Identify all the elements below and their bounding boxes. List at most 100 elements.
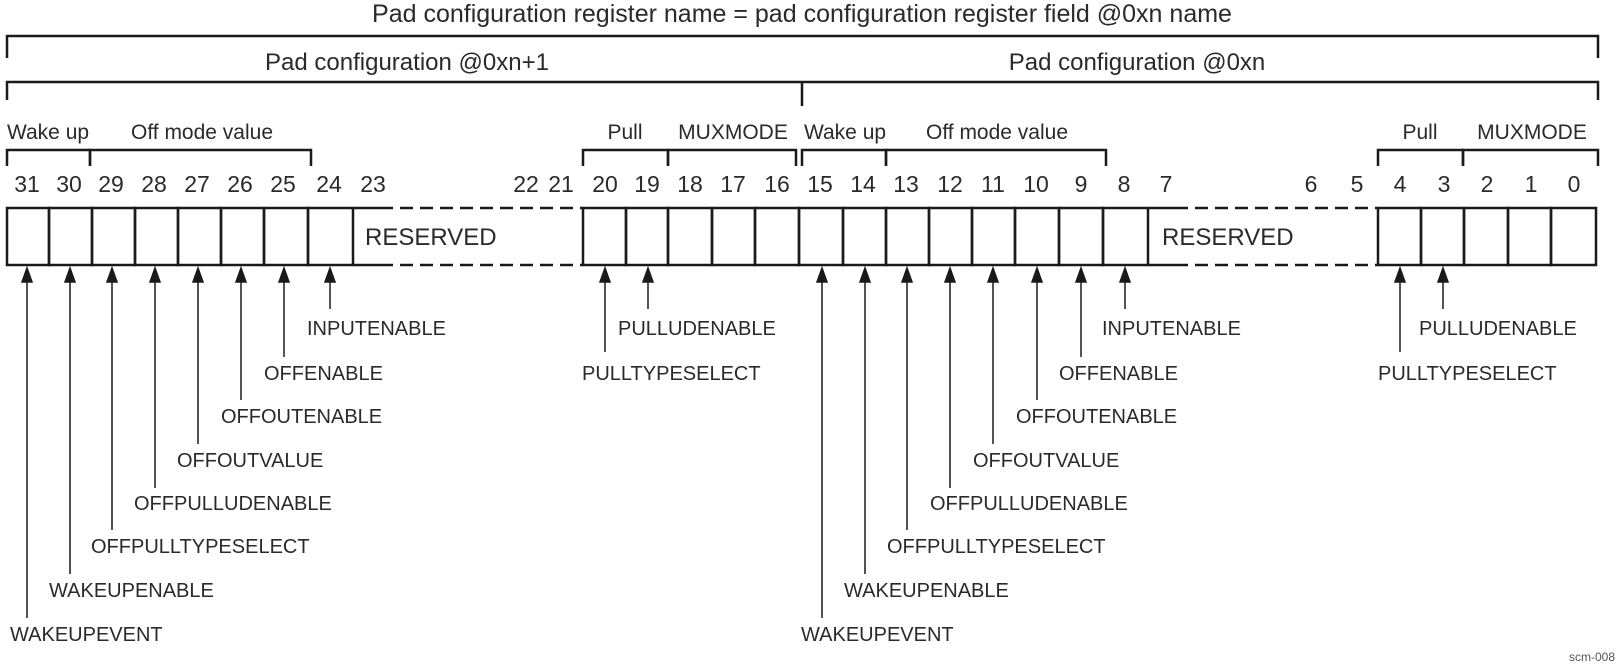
bit-number-17: 17 bbox=[720, 171, 746, 197]
register-cell bbox=[927, 206, 974, 267]
field-label-offoutvalue-low: OFFOUTVALUE bbox=[973, 450, 1119, 472]
arrow-head bbox=[943, 265, 957, 283]
register-cell bbox=[797, 206, 845, 267]
field-label-offpulltypeselect-low: OFFPULLTYPESELECT bbox=[887, 536, 1106, 558]
arrow-head bbox=[1030, 265, 1044, 283]
register-cell bbox=[753, 206, 801, 267]
section-label-high: Pad configuration @0xn+1 bbox=[265, 49, 549, 76]
bit-number-22: 22 bbox=[513, 171, 539, 197]
register-cells bbox=[5, 206, 1598, 267]
field-label-pulltypeselect-high: PULLTYPESELECT bbox=[582, 363, 761, 385]
bit-number-2: 2 bbox=[1481, 171, 1494, 197]
arrow-head bbox=[900, 265, 914, 283]
register-cell bbox=[1419, 206, 1466, 267]
bracket-pull-low bbox=[1376, 148, 1465, 166]
reserved-label-low: RESERVED bbox=[1162, 224, 1294, 251]
field-labels-low: WAKEUPEVENT WAKEUPENABLE OFFPULLTYPESELE… bbox=[801, 318, 1577, 646]
bit-number-23: 23 bbox=[360, 171, 386, 197]
bit-number-13: 13 bbox=[893, 171, 919, 197]
field-label-wakeupenable-high: WAKEUPENABLE bbox=[49, 580, 214, 602]
field-labels-high: WAKEUPEVENT WAKEUPENABLE OFFPULLTYPESELE… bbox=[10, 318, 776, 646]
arrow-head bbox=[148, 265, 162, 283]
field-label-offpulludenable-high: OFFPULLUDENABLE bbox=[134, 493, 332, 515]
bit-number-5: 5 bbox=[1351, 171, 1364, 197]
reserved-high-solid-edge bbox=[353, 206, 380, 267]
register-cell bbox=[1101, 206, 1150, 267]
arrow-head bbox=[986, 265, 1000, 283]
reserved-high-dashed-edge bbox=[380, 206, 583, 267]
register-cell bbox=[133, 206, 180, 267]
field-label-offenable-low: OFFENABLE bbox=[1059, 363, 1178, 385]
arrow-head bbox=[63, 265, 77, 283]
register-cell bbox=[1549, 206, 1598, 267]
bit-number-6: 6 bbox=[1305, 171, 1318, 197]
bit-number-14: 14 bbox=[850, 171, 876, 197]
bit-number-16: 16 bbox=[764, 171, 790, 197]
arrow-head bbox=[105, 265, 119, 283]
bit-number-0: 0 bbox=[1568, 171, 1581, 197]
field-label-wakeupevent-high: WAKEUPEVENT bbox=[10, 624, 163, 646]
arrow-head bbox=[858, 265, 872, 283]
arrow-head bbox=[234, 265, 248, 283]
group-label-offmode-low: Off mode value bbox=[926, 121, 1068, 144]
register-cell bbox=[176, 206, 223, 267]
figure-code: scm-008 bbox=[1569, 650, 1615, 664]
group-label-wakeup-low: Wake up bbox=[804, 121, 886, 144]
bracket-offmode-high bbox=[88, 148, 313, 166]
register-cell bbox=[219, 206, 266, 267]
arrow-head bbox=[598, 265, 612, 283]
register-cell bbox=[262, 206, 310, 267]
bit-number-29: 29 bbox=[98, 171, 124, 197]
bit-numbers: 31 30 29 28 27 26 25 24 23 22 21 20 19 1… bbox=[14, 171, 1580, 197]
bit-number-25: 25 bbox=[270, 171, 296, 197]
arrow-head bbox=[1118, 265, 1132, 283]
field-label-pulltypeselect-low: PULLTYPESELECT bbox=[1378, 363, 1557, 385]
register-cell bbox=[710, 206, 757, 267]
register-cell bbox=[5, 206, 51, 267]
group-brackets bbox=[5, 148, 1600, 166]
arrow-head bbox=[1436, 265, 1450, 283]
bracket-wakeup-low bbox=[800, 148, 888, 166]
field-label-pulludenable-high: PULLUDENABLE bbox=[618, 318, 776, 340]
arrow-head bbox=[323, 265, 337, 283]
register-cell bbox=[1057, 206, 1105, 267]
group-label-muxmode-high: MUXMODE bbox=[678, 121, 788, 144]
group-label-offmode-high: Off mode value bbox=[131, 121, 273, 144]
field-label-pulludenable-low: PULLUDENABLE bbox=[1419, 318, 1577, 340]
register-cell bbox=[841, 206, 888, 267]
field-arrows-low bbox=[815, 265, 1450, 618]
field-label-inputenable-high: INPUTENABLE bbox=[307, 318, 446, 340]
bit-number-11: 11 bbox=[981, 171, 1005, 197]
field-label-offoutenable-low: OFFOUTENABLE bbox=[1016, 406, 1177, 428]
section-label-low: Pad configuration @0xn bbox=[1009, 49, 1266, 76]
arrow-head bbox=[1074, 265, 1088, 283]
field-arrows-high bbox=[20, 265, 655, 618]
group-label-muxmode-low: MUXMODE bbox=[1477, 121, 1587, 144]
group-label-pull-high: Pull bbox=[607, 121, 642, 144]
arrow-head bbox=[1393, 265, 1407, 283]
register-cell bbox=[47, 206, 94, 267]
bit-number-30: 30 bbox=[56, 171, 82, 197]
register-cell bbox=[884, 206, 931, 267]
bit-number-3: 3 bbox=[1438, 171, 1451, 197]
register-cell bbox=[624, 206, 670, 267]
arrow-head bbox=[641, 265, 655, 283]
field-label-offoutvalue-high: OFFOUTVALUE bbox=[177, 450, 323, 472]
register-cell bbox=[306, 206, 355, 267]
register-cell bbox=[970, 206, 1017, 267]
field-label-offenable-high: OFFENABLE bbox=[264, 363, 383, 385]
reserved-low-dashed-edge bbox=[1175, 206, 1378, 267]
bit-number-4: 4 bbox=[1394, 171, 1407, 197]
bracket-wakeup-high bbox=[5, 148, 92, 166]
register-cell bbox=[1462, 206, 1510, 267]
reserved-label-high: RESERVED bbox=[365, 224, 497, 251]
field-label-inputenable-low: INPUTENABLE bbox=[1102, 318, 1241, 340]
bit-number-8: 8 bbox=[1118, 171, 1131, 197]
field-label-offpulludenable-low: OFFPULLUDENABLE bbox=[930, 493, 1128, 515]
bit-number-27: 27 bbox=[184, 171, 210, 197]
bit-number-1: 1 bbox=[1525, 171, 1538, 197]
bracket-muxmode-high bbox=[666, 148, 798, 166]
bracket-muxmode-low bbox=[1461, 148, 1600, 166]
diagram-title: Pad configuration register name = pad co… bbox=[372, 0, 1232, 28]
